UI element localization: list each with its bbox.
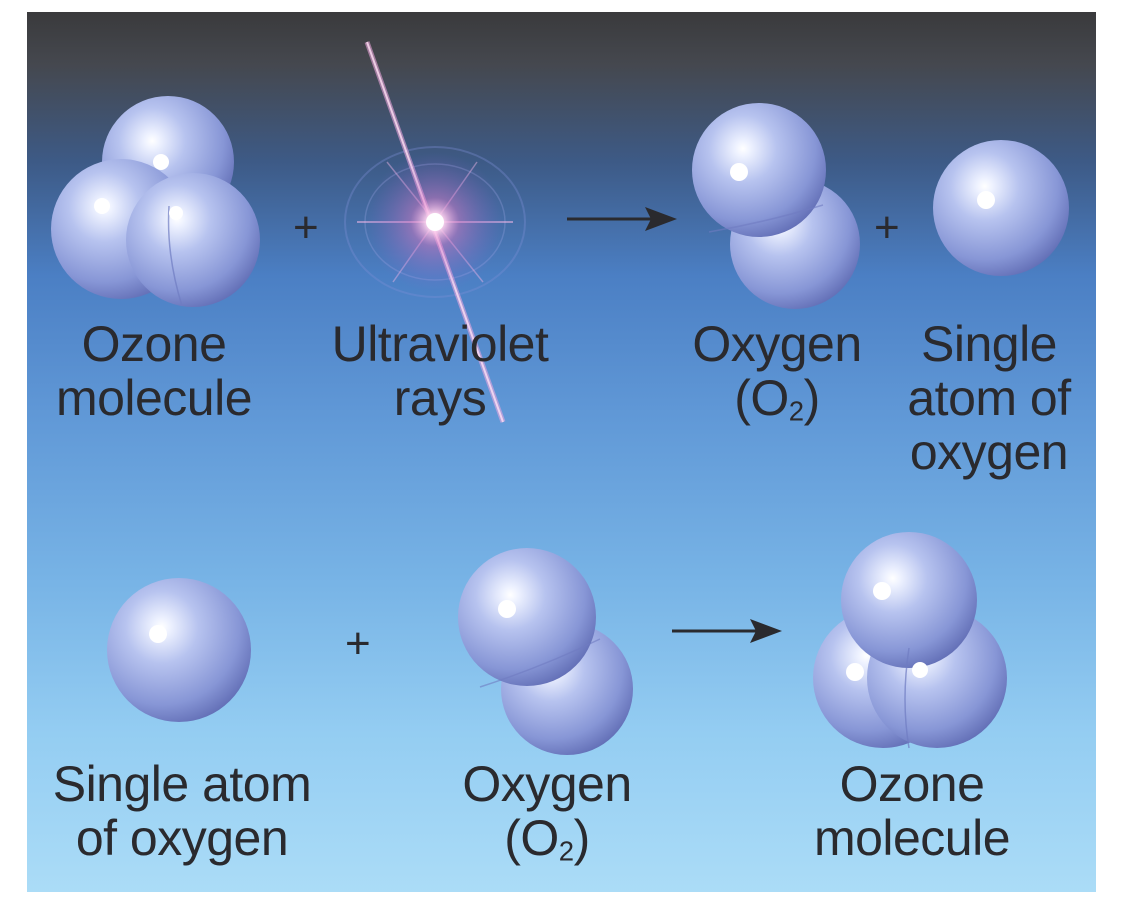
label-line: atom of: [907, 370, 1071, 426]
reaction-arrow: [567, 207, 677, 231]
label-line: molecule: [55, 370, 253, 426]
label-line: Single atom: [52, 756, 312, 812]
label-line: Ultraviolet: [331, 316, 549, 372]
formula-text: ): [803, 370, 821, 426]
reaction-arrow: [672, 619, 782, 643]
ozone-molecule-icon: [51, 96, 260, 307]
ozone-molecule-label: Ozone molecule: [797, 757, 1027, 865]
single-oxygen-atom-icon: [933, 140, 1069, 276]
label-line: Ozone: [81, 316, 227, 372]
label-line: rays: [393, 370, 487, 426]
single-oxygen-atom-icon: [107, 578, 251, 722]
ozone-molecule-label: Ozone molecule: [44, 317, 264, 425]
formula-subscript: 2: [558, 835, 574, 867]
formula-line: (O2): [677, 371, 877, 425]
oxygen-o2-label: Oxygen (O2): [677, 317, 877, 425]
formula-text: (O: [734, 370, 789, 426]
label-line: of oxygen: [75, 810, 289, 866]
oxygen-o2-molecule-icon: [458, 548, 633, 755]
formula-subscript: 2: [788, 395, 804, 427]
ultraviolet-rays-label: Ultraviolet rays: [315, 317, 565, 425]
label-line: molecule: [813, 810, 1011, 866]
label-line: Oxygen: [692, 316, 862, 372]
oxygen-o2-molecule-icon: [692, 103, 860, 309]
single-oxygen-atom-label: Single atom of oxygen: [32, 757, 332, 865]
label-line: Single: [921, 316, 1058, 372]
plus-sign: +: [293, 203, 319, 252]
plus-sign: +: [345, 619, 371, 668]
diagram-panel: + + Ozone molecule Ultraviolet rays: [27, 12, 1096, 892]
ozone-molecule-icon: [813, 532, 1007, 749]
label-line: oxygen: [909, 424, 1069, 480]
label-line: Ozone: [839, 756, 985, 812]
single-oxygen-atom-label: Single atom of oxygen: [889, 317, 1089, 479]
plus-sign: +: [874, 203, 900, 252]
label-line: Oxygen: [462, 756, 632, 812]
formula-line: (O2): [447, 811, 647, 865]
formula-text: ): [573, 810, 591, 866]
oxygen-o2-label: Oxygen (O2): [447, 757, 647, 865]
ultraviolet-rays-icon: [344, 41, 526, 423]
formula-text: (O: [504, 810, 559, 866]
